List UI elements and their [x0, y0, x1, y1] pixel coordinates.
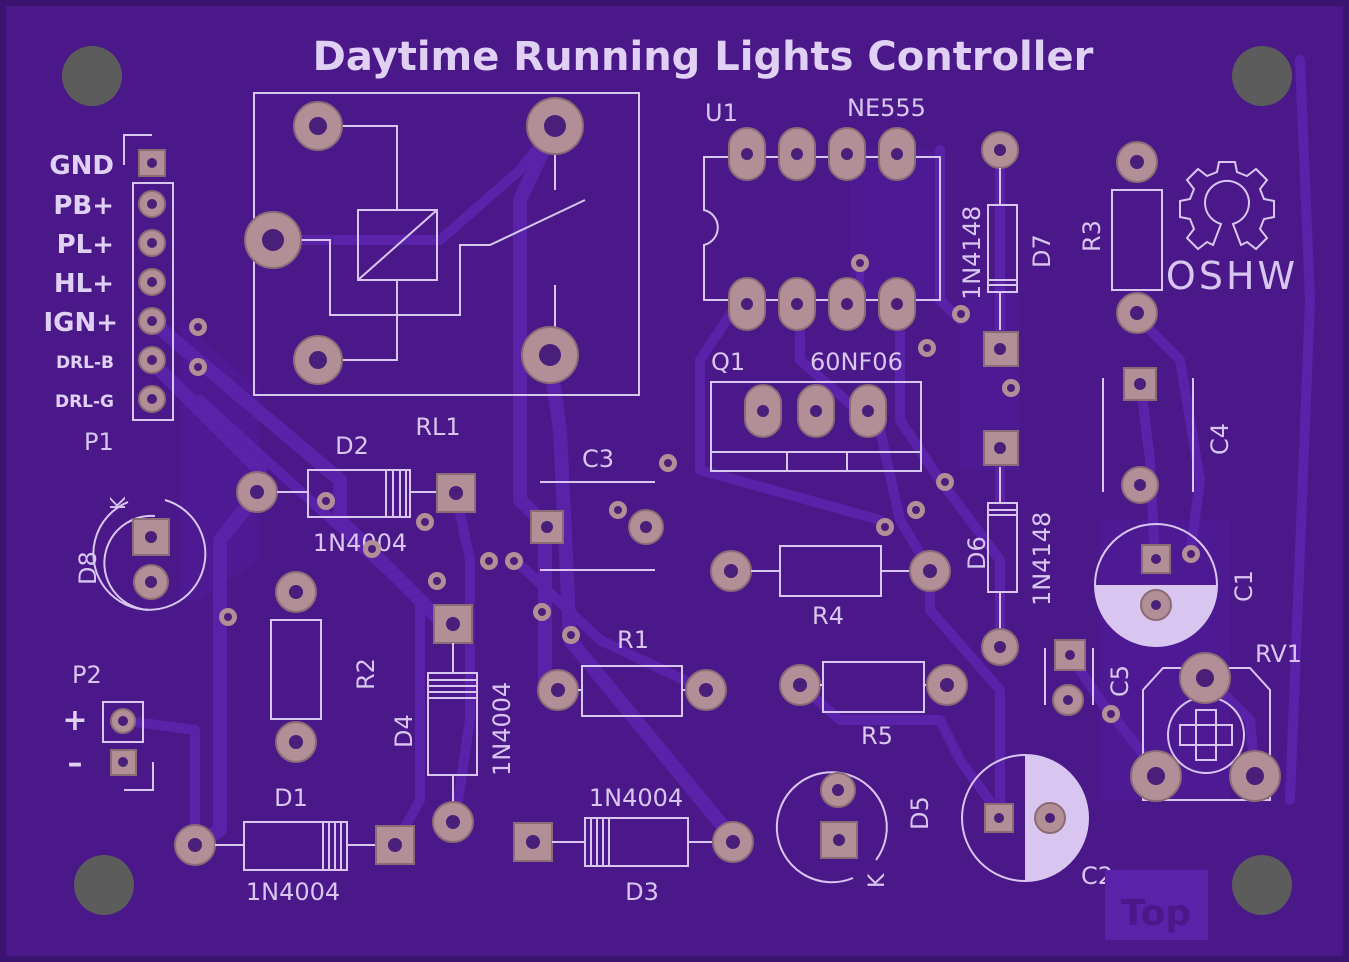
r1-ref: R1 [617, 626, 649, 654]
board-title: Daytime Running Lights Controller [313, 34, 1094, 80]
d5-ref: D5 [906, 796, 934, 830]
gear-icon [1179, 161, 1275, 251]
c3-ref: C3 [582, 445, 614, 473]
connector-p1: GND PB+ PL+ HL+ IGN+ DRL-B DRL-G P1 [43, 134, 174, 456]
ic-u1: U1 NE555 [703, 94, 941, 331]
p2-ref: P2 [72, 661, 102, 689]
diode-d4: D4 1N4004 [390, 604, 516, 843]
d1-ref: D1 [274, 784, 308, 812]
d3-ref: D3 [625, 878, 659, 906]
led-d8: D8 K [74, 496, 207, 611]
connector-p2: + – P2 [62, 661, 154, 791]
p2-pin-plus: + [62, 703, 87, 738]
top-layer-label: Top [1121, 893, 1191, 934]
p1-pin-drl-b: DRL-B [56, 353, 114, 373]
resistor-r5: R5 [779, 661, 968, 750]
d1-value: 1N4004 [246, 878, 340, 906]
resistor-r1: R1 [537, 626, 727, 717]
p1-pin-pl: PL+ [57, 230, 114, 260]
relay-rl1: RL1 [244, 92, 640, 441]
d4-ref: D4 [390, 714, 418, 748]
d3-value: 1N4004 [589, 784, 683, 812]
p1-pin-ign: IGN+ [43, 308, 118, 338]
p2-pin-minus: – [68, 746, 83, 781]
capacitor-c3: C3 [530, 445, 664, 571]
top-layer-mark: Top [1105, 870, 1208, 940]
trimmer-rv1: RV1 [1130, 640, 1302, 802]
diode-d3: 1N4004 D3 [513, 784, 754, 906]
p1-pin-pb: PB+ [53, 191, 114, 221]
resistor-r4: R4 [710, 545, 951, 630]
p1-pin-hl: HL+ [54, 269, 114, 299]
d7-ref: D7 [1028, 234, 1056, 268]
diode-d2: D2 1N4004 [236, 432, 476, 557]
r2-ref: R2 [352, 658, 380, 690]
d6-value: 1N4148 [1028, 512, 1056, 606]
diode-d7: 1N4148 D7 [958, 131, 1056, 367]
capacitor-c1: C1 [1094, 523, 1258, 647]
rv1-ref: RV1 [1255, 640, 1302, 668]
d5-k: K [865, 873, 890, 888]
led-d5: D5 K [775, 771, 934, 888]
d2-value: 1N4004 [313, 529, 407, 557]
oshw-logo: OSHW [1166, 161, 1298, 298]
p1-pin-drl-g: DRL-G [55, 392, 114, 412]
d7-value: 1N4148 [958, 206, 986, 300]
q1-value: 60NF06 [810, 348, 903, 376]
r3-ref: R3 [1078, 220, 1106, 252]
transistor-q1: Q1 60NF06 [710, 348, 922, 472]
resistor-r2: R2 [270, 571, 380, 763]
q1-ref: Q1 [711, 348, 745, 376]
u1-value: NE555 [847, 94, 926, 122]
diode-d6: 1N4148 D6 [963, 430, 1056, 666]
c4-ref: C4 [1206, 423, 1234, 455]
d4-value: 1N4004 [488, 682, 516, 776]
u1-ref: U1 [705, 99, 738, 127]
capacitor-c4: C4 [1102, 367, 1234, 504]
resistor-r3: R3 [1078, 141, 1163, 334]
d6-ref: D6 [963, 536, 991, 570]
r5-ref: R5 [861, 722, 893, 750]
oshw-text: OSHW [1166, 254, 1298, 298]
r4-ref: R4 [812, 602, 844, 630]
vias [189, 254, 1200, 723]
c5-ref: C5 [1106, 665, 1134, 697]
c1-ref: C1 [1230, 570, 1258, 602]
diode-d1: D1 1N4004 [174, 784, 415, 906]
d8-k: K [106, 496, 130, 510]
d8-ref: D8 [74, 551, 102, 585]
d2-ref: D2 [335, 432, 369, 460]
p1-ref: P1 [84, 428, 114, 456]
p1-pin-gnd: GND [49, 151, 114, 181]
rl1-ref: RL1 [415, 413, 460, 441]
capacitor-c5: C5 [1044, 639, 1134, 716]
mounting-holes [62, 46, 1292, 915]
